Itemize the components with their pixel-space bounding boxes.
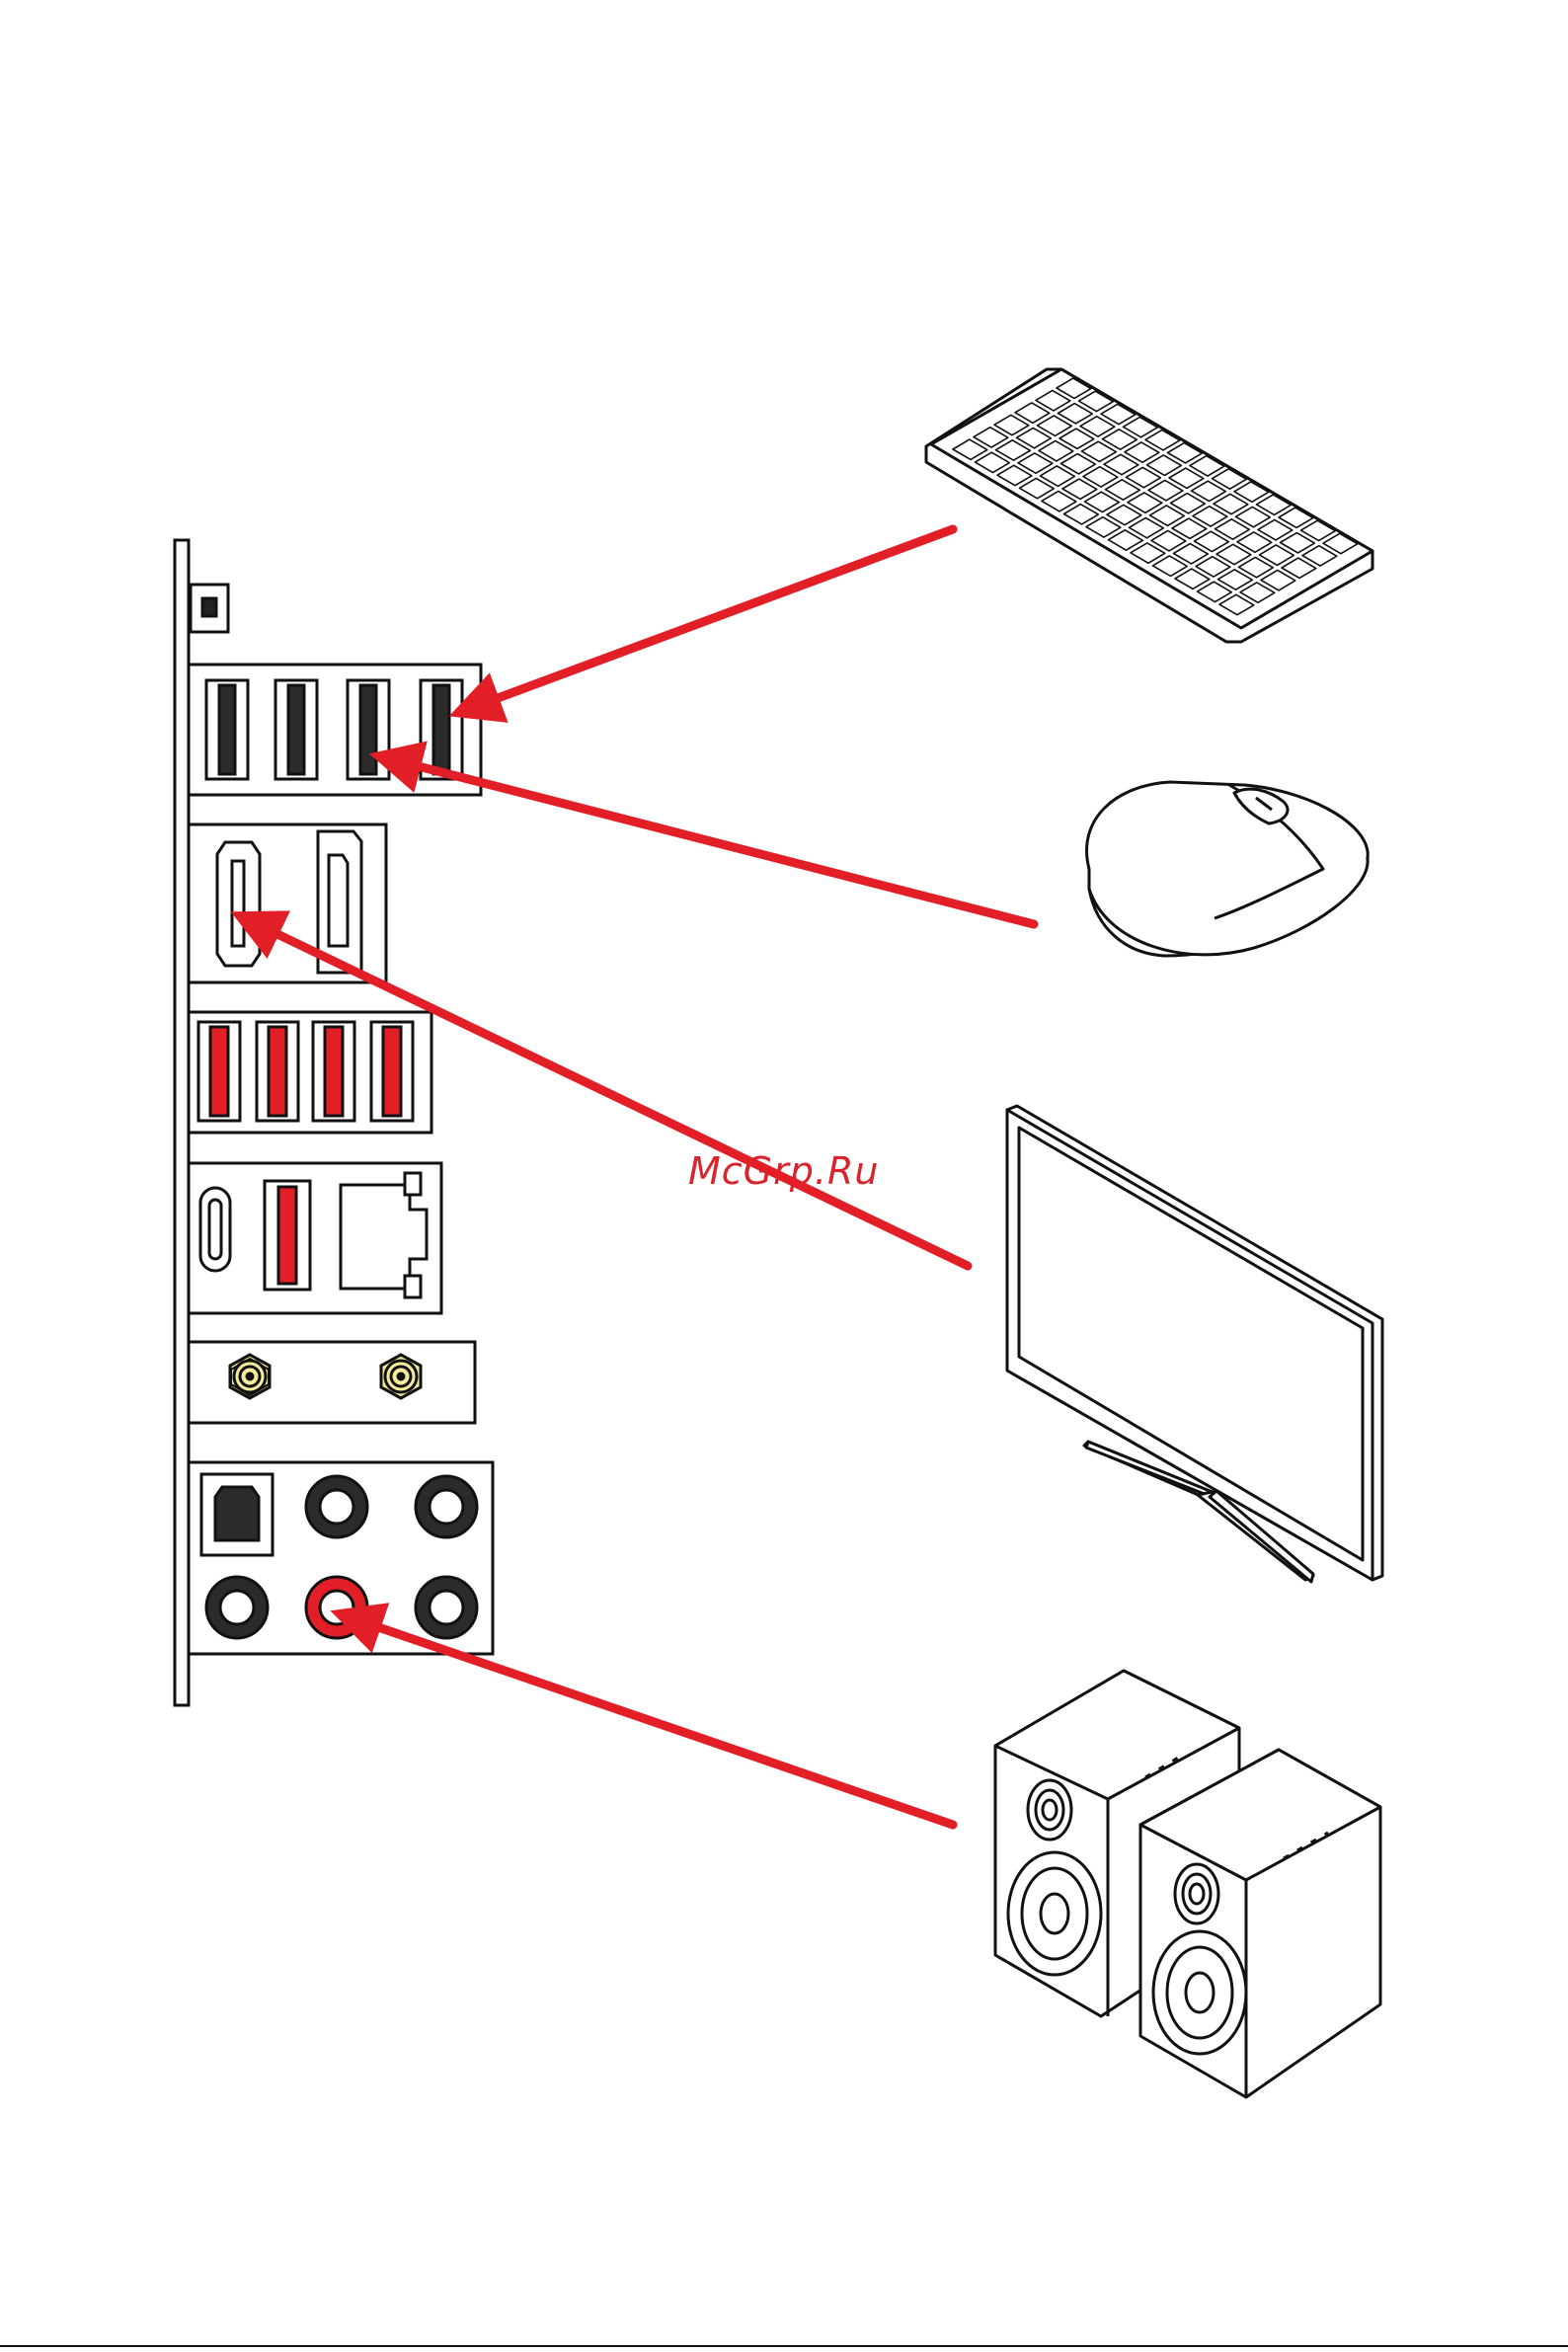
audio-jack-5 — [416, 1577, 477, 1638]
wifi-antenna-connectors — [189, 1342, 475, 1423]
usb-red-port-1 — [198, 1022, 240, 1121]
line-out-jack — [306, 1577, 367, 1638]
antenna-connector-2 — [381, 1355, 421, 1398]
usb-red-port-3 — [313, 1022, 354, 1121]
arrow-speakers-to-lineout — [355, 1619, 953, 1825]
usb-black-port-3 — [348, 680, 389, 779]
arrow-keyboard-to-usb — [474, 529, 953, 707]
usb-red-port-4 — [371, 1022, 413, 1121]
io-bracket — [175, 540, 189, 1705]
usb-red-ports — [189, 1012, 431, 1133]
audio-jacks — [189, 1462, 493, 1654]
arrow-mouse-to-usb — [395, 760, 1034, 924]
audio-jack-2 — [416, 1476, 477, 1537]
optical-spdif-port — [201, 1474, 273, 1555]
mouse-icon — [1087, 782, 1369, 956]
usb-red-port-5 — [265, 1181, 310, 1290]
io-panel — [175, 540, 493, 1705]
usb-c-usb-lan — [189, 1163, 441, 1313]
hdmi-displayport — [189, 824, 386, 982]
usb-black-port-2 — [275, 680, 317, 779]
bios-flash-button — [191, 585, 228, 632]
audio-jack-3 — [206, 1577, 268, 1638]
speakers-icon — [995, 1671, 1380, 2097]
audio-jack-1 — [306, 1476, 367, 1537]
usb-black-port-1 — [206, 680, 248, 779]
usb-red-port-2 — [257, 1022, 298, 1121]
keyboard-icon — [926, 369, 1372, 642]
monitor-icon — [1007, 1106, 1382, 1582]
antenna-connector-1 — [230, 1355, 270, 1398]
